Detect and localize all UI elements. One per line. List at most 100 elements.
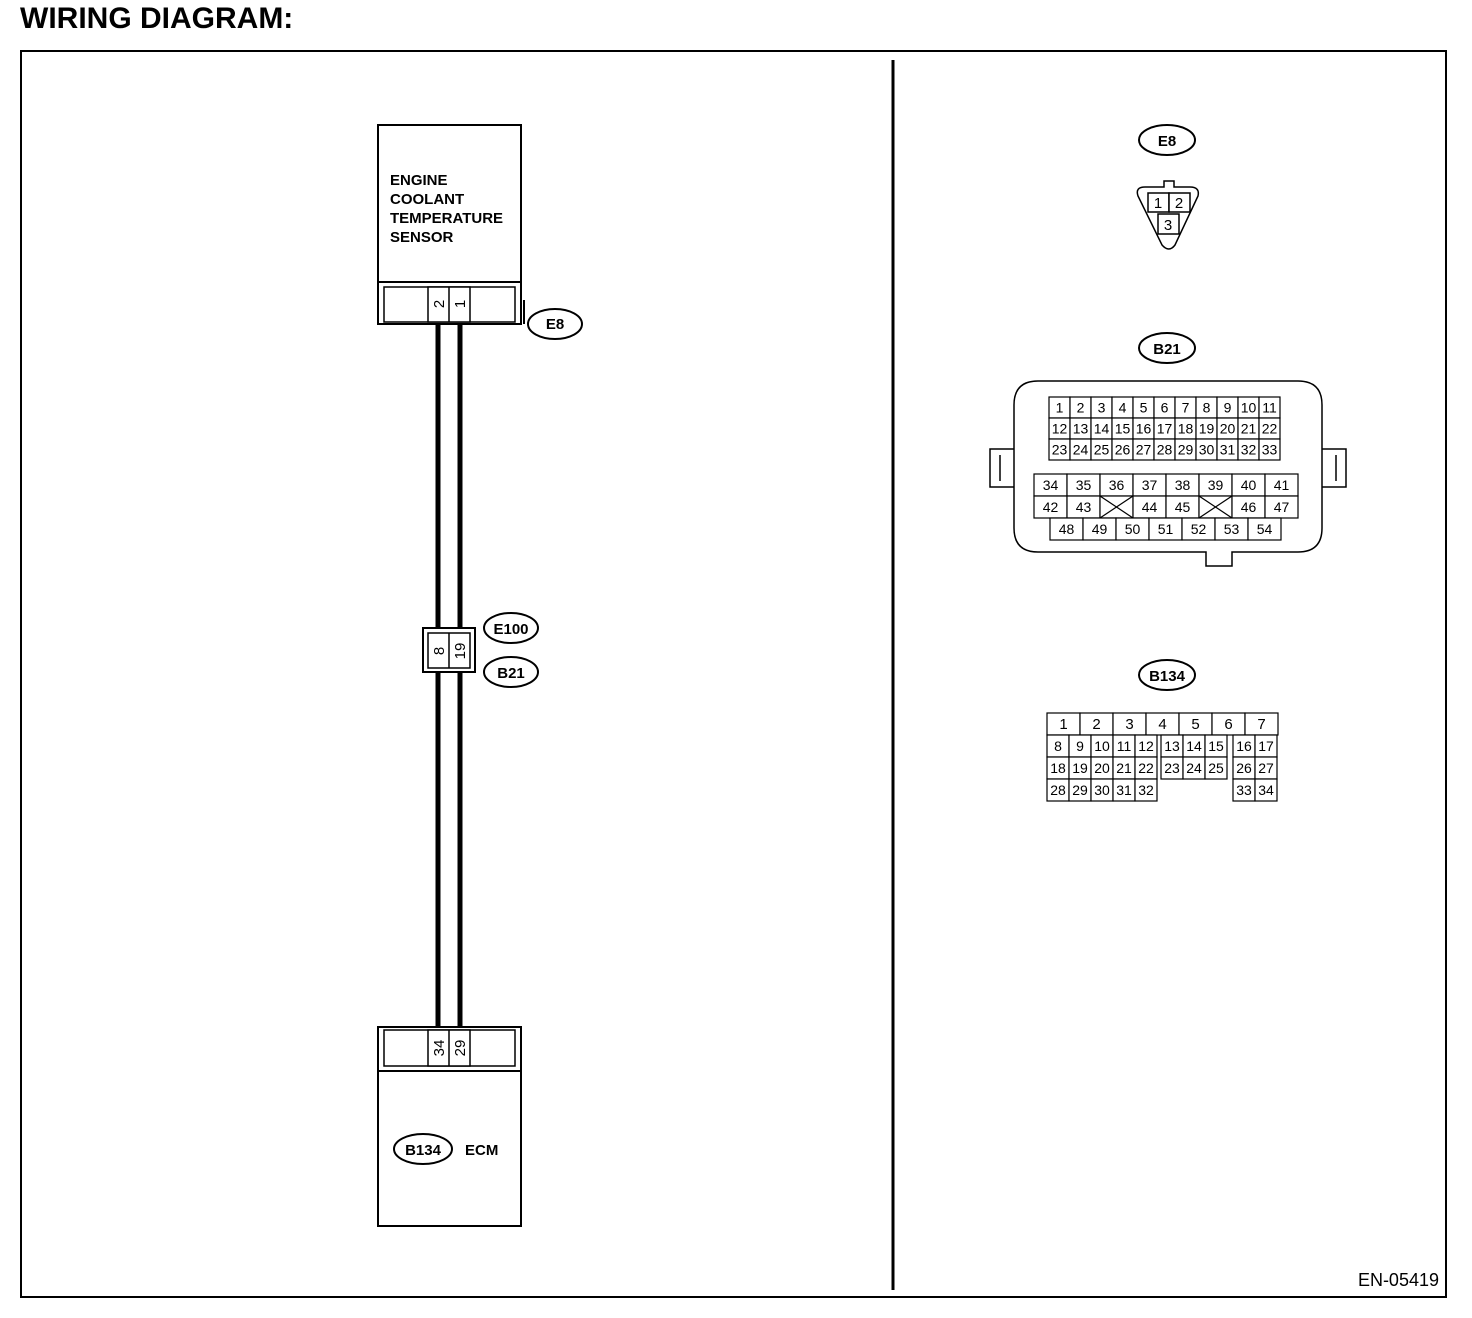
b21-face-pin: 42 (1043, 499, 1059, 515)
b21-face-pin: 39 (1208, 477, 1224, 493)
b21-face-pin: 22 (1262, 421, 1278, 437)
connector-tag-b134 (393, 1133, 453, 1165)
b21-face-pin: 19 (1199, 421, 1215, 437)
b134-face-pin: 31 (1116, 782, 1132, 798)
document-code: EN-05419 (1357, 1270, 1439, 1290)
pin-cell (1254, 778, 1278, 802)
sensor-label-line: ENGINE (390, 172, 448, 189)
page-title: WIRING DIAGRAM: (20, 2, 294, 35)
b21-face-pin: 25 (1094, 442, 1110, 458)
connector-tag-label: E8 (546, 316, 564, 333)
connector-tag-e8 (527, 308, 583, 340)
ecm-unit: 34 29 B134 ECM (377, 1026, 522, 1227)
b21-face-pin: 12 (1052, 421, 1068, 437)
b134-face-pin: 20 (1094, 760, 1110, 776)
connector-tag-b134 (1138, 659, 1196, 691)
b21-face-pin: 21 (1241, 421, 1257, 437)
b134-face-pin: 34 (1258, 782, 1274, 798)
b134-face-pin: 33 (1236, 782, 1252, 798)
b21-face-pin: 10 (1241, 400, 1257, 416)
ecm-label: ECM (465, 1142, 498, 1159)
b21-face-pin: 49 (1092, 521, 1108, 537)
b21-side-latch (1322, 448, 1347, 488)
connector-tag-b21 (1138, 332, 1196, 364)
b21-face-pin: 1 (1056, 400, 1064, 416)
b21-face-pin: 40 (1241, 477, 1257, 493)
b21-face-pin: 41 (1274, 477, 1290, 493)
pin-cell (1258, 438, 1281, 461)
b21-face-pin: 45 (1175, 499, 1191, 515)
b21-face-pin: 53 (1224, 521, 1240, 537)
pin-cell (1247, 517, 1282, 541)
sensor-pin-label: 2 (431, 300, 448, 308)
b134-face-pin: 7 (1257, 716, 1265, 733)
b134-face-pin: 5 (1191, 716, 1199, 733)
b134-face-pin: 8 (1054, 738, 1062, 754)
b134-face-pin: 15 (1208, 738, 1224, 754)
b134-face-pin: 4 (1158, 716, 1166, 733)
b21-face-pin: 35 (1076, 477, 1092, 493)
b134-face-pin: 26 (1236, 760, 1252, 776)
b21-face-pin: 54 (1257, 521, 1273, 537)
b134-face-pin: 23 (1164, 760, 1180, 776)
b21-face-pin: 47 (1274, 499, 1290, 515)
sensor-body (377, 124, 522, 283)
b21-face-pin: 14 (1094, 421, 1110, 437)
b21-face-pin: 24 (1073, 442, 1089, 458)
b21-face-pin: 5 (1140, 400, 1148, 416)
b21-face-pin: 51 (1158, 521, 1174, 537)
b21-face-pin: 28 (1157, 442, 1173, 458)
connector-tag-b21 (483, 656, 539, 688)
b21-face-pin: 50 (1125, 521, 1141, 537)
b21-face-pin: 23 (1052, 442, 1068, 458)
b21-face-pin: 37 (1142, 477, 1158, 493)
b21-face-pin: 2 (1077, 400, 1085, 416)
b21-face-pin: 26 (1115, 442, 1131, 458)
b134-face-pin: 9 (1076, 738, 1084, 754)
sensor-label-line: SENSOR (390, 229, 454, 246)
connector-tag-label: B21 (497, 665, 525, 682)
b21-face-pin: 3 (1098, 400, 1106, 416)
connector-face-e8: E8 1 2 3 (1136, 124, 1200, 250)
b21-face-pin: 6 (1161, 400, 1169, 416)
b134-face-pin: 10 (1094, 738, 1110, 754)
b134-face-pin: 29 (1072, 782, 1088, 798)
b21-face-pin: 7 (1182, 400, 1190, 416)
b21-face-pin: 17 (1157, 421, 1173, 437)
b134-face-pin: 12 (1138, 738, 1154, 754)
b21-face-pin: 16 (1136, 421, 1152, 437)
b21-face-pin: 43 (1076, 499, 1092, 515)
connector-tag-label: B21 (1153, 341, 1181, 358)
e8-face-pin: 2 (1175, 195, 1183, 212)
pin-cell (1204, 756, 1228, 780)
joint-pin-label: 19 (452, 643, 469, 660)
b21-face-pin: 32 (1241, 442, 1257, 458)
b21-face-pin: 27 (1136, 442, 1152, 458)
joint-connector: 8 19 E100 B21 (422, 612, 539, 688)
b134-face-pin: 32 (1138, 782, 1154, 798)
b134-face-pin: 14 (1186, 738, 1202, 754)
sensor-pin-label: 1 (452, 300, 469, 308)
connector-tag-label: B134 (405, 1142, 442, 1159)
b134-face-pin: 6 (1224, 716, 1232, 733)
b21-face-pin: 11 (1262, 400, 1277, 416)
harness-wires (435, 324, 463, 1030)
b134-face-pin: 18 (1050, 760, 1066, 776)
b21-face-pin: 31 (1220, 442, 1236, 458)
b134-face-pin: 24 (1186, 760, 1202, 776)
b21-face-pin: 36 (1109, 477, 1125, 493)
b134-face-pin: 25 (1208, 760, 1224, 776)
b21-face-pin: 34 (1043, 477, 1059, 493)
b134-face-pin: 19 (1072, 760, 1088, 776)
b21-face-pin: 9 (1224, 400, 1232, 416)
b134-face-pin: 3 (1125, 716, 1133, 733)
b134-face-pin: 17 (1258, 738, 1274, 754)
b134-face-pin: 27 (1258, 760, 1274, 776)
blocked-pin-mark (1099, 495, 1134, 519)
joint-pin-label: 8 (431, 647, 448, 655)
connector-tag-e100 (483, 612, 539, 644)
b134-face-pin: 16 (1236, 738, 1252, 754)
